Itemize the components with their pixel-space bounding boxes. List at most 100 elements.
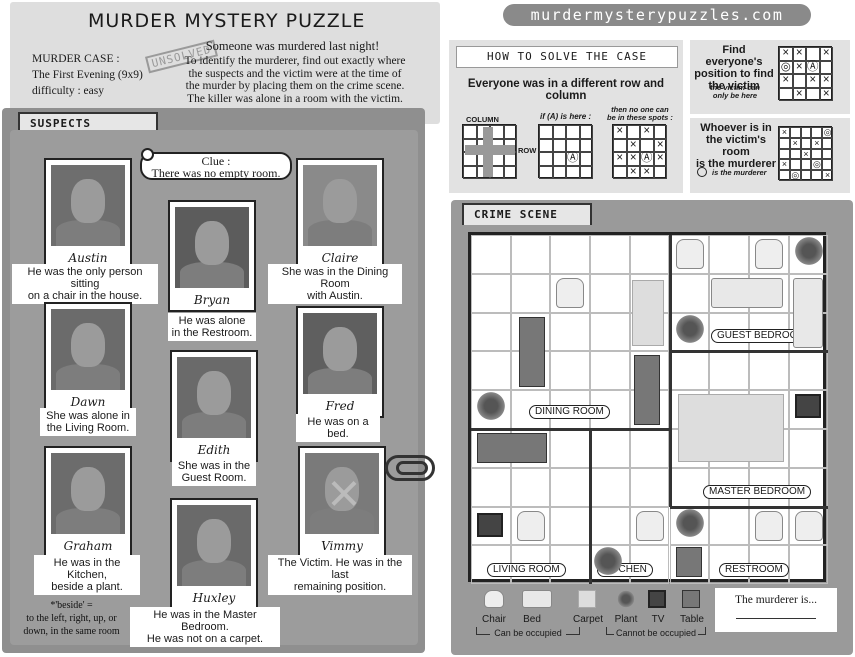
board-cell[interactable] [590,273,630,313]
mini-cell: × [822,170,833,181]
mini-cell: × [779,47,793,61]
board-cell[interactable] [629,235,670,274]
mini-cell [463,165,477,179]
mini-cell [789,159,801,171]
statement-line: He was alone [178,315,246,327]
room-wall [668,235,672,507]
statement-line: He was the only person sitting [27,266,143,290]
board-cell[interactable] [590,429,630,468]
rule-text: Everyone was in a different row and colu… [467,78,665,102]
bed-icon [522,590,552,608]
carpet-icon [631,279,664,346]
board-cell[interactable] [788,351,829,391]
column-label: COLUMN [466,115,499,124]
mini-cell: × [626,138,640,152]
answer-line [736,618,816,619]
mini-cell: × [800,148,812,160]
board-cell[interactable] [709,351,749,391]
portrait-head [197,519,231,563]
mini-cell [653,125,667,139]
room-wall [669,350,829,354]
portrait-icon [51,309,125,390]
board-cell[interactable] [550,506,591,546]
no-one-label: then no one can be in these spots : [607,106,673,122]
mini-cell: × [779,159,790,171]
portrait-body [180,262,244,288]
board-cell[interactable] [669,545,710,585]
board-cell[interactable] [788,429,829,468]
mini-cell [552,125,566,139]
chair-icon [754,239,783,269]
portrait-head [323,327,357,371]
no-one-line: then no one can [611,105,669,114]
board-cell[interactable] [510,467,551,507]
board-cell[interactable] [550,312,591,352]
mini-cell [539,125,553,139]
board-cell[interactable] [550,429,591,468]
portrait-body [56,220,120,246]
board-cell[interactable] [669,351,710,391]
mini-cell [800,127,812,138]
board-cell[interactable] [590,506,630,546]
mini-cell [800,137,812,149]
board-cell[interactable] [590,235,630,274]
board-cell[interactable] [471,506,511,546]
legend-label: Table [680,614,704,625]
chair-icon [556,277,585,308]
board-cell[interactable] [590,467,630,507]
board-cell[interactable] [629,506,670,546]
board-cell[interactable] [550,235,591,274]
board-cell[interactable] [510,235,551,274]
board-cell[interactable] [629,429,670,468]
case-label: MURDER CASE : [32,53,120,65]
board-cell[interactable] [669,273,710,313]
victim-cross-icon: × [327,461,361,524]
board-cell[interactable] [590,312,630,352]
board-cell[interactable] [629,467,670,507]
can-occupy-label: Can be occupied [490,628,566,638]
board-cell[interactable] [471,273,511,313]
whoever-line: the victim's room [705,134,767,158]
mini-cell [792,74,806,88]
statement-line: He was in the Master Bedroom. [153,609,257,633]
board-cell[interactable] [550,351,591,391]
murderer-answer-box[interactable]: The murderer is... [714,587,838,633]
murderer-label: The murderer is... [734,594,818,606]
clue-text: There was no empty room. [151,166,281,180]
portrait-icon: × [305,453,379,534]
board-cell[interactable] [788,545,829,585]
portrait-head [325,467,359,511]
crime-scene-tab[interactable]: CRIME SCENE [462,203,592,225]
board-cell[interactable] [510,273,551,313]
howto-grid-if-here: Ⓐ [538,124,593,179]
site-url[interactable]: murdermysterypuzzles.com [503,4,811,26]
board-cell[interactable] [510,506,551,546]
statement-line: She was in the [177,460,251,472]
board-cell[interactable] [590,351,630,391]
board-cell[interactable] [748,351,789,391]
board-cell[interactable] [788,390,829,429]
board-cell[interactable] [748,235,789,274]
suspect-statement-huxley: He was in the Master Bedroom.He was not … [130,607,280,647]
suspects-tab[interactable]: SUSPECTS [18,112,158,134]
board-cell[interactable] [709,506,749,546]
whoever-line: is the murderer [695,158,777,170]
board-cell[interactable] [471,351,511,391]
statement-line: on a chair in the house. [27,290,143,302]
board-cell[interactable] [550,273,591,313]
mini-cell [811,148,823,160]
suspect-photo-claire: Claire [296,158,384,270]
mini-cell: ◎ [779,60,793,74]
board-cell[interactable] [471,467,511,507]
mini-cell: ◎ [789,170,801,181]
suspect-photo-austin: Austin [44,158,132,270]
board-cell[interactable] [709,235,749,274]
portrait-icon [303,165,377,246]
board-cell[interactable] [471,235,511,274]
mini-cell [503,125,517,139]
board-cell[interactable] [550,467,591,507]
board-cell[interactable] [471,312,511,352]
room-label: MASTER BEDROOM [703,485,812,499]
portrait-head [195,221,229,265]
